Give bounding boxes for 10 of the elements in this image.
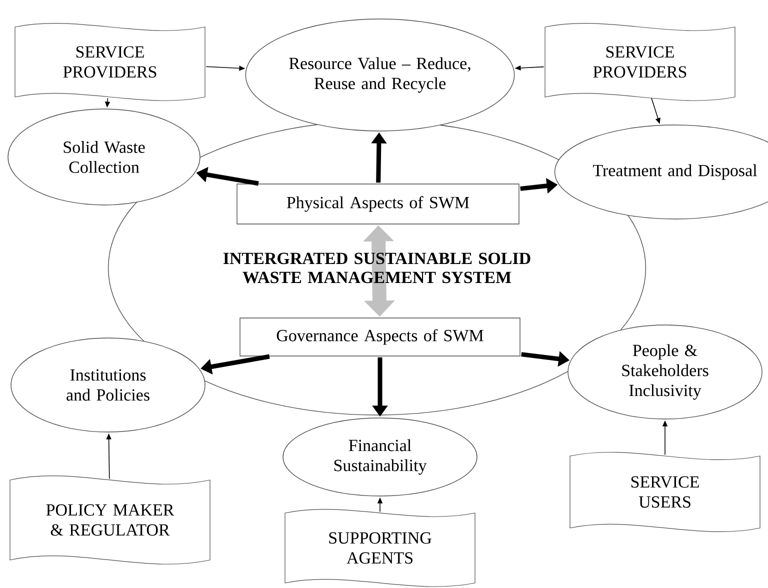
node-label: Treatment and Disposal [593, 164, 757, 180]
stakeholder-banner: SERVICE PROVIDERS [14, 23, 206, 101]
stakeholder-banner: POLICY MAKER & REGULATOR [10, 476, 210, 564]
system-title: INTERGRATED SUSTAINABLE SOLID WASTE MANAGEMENT SYSTEM [223, 252, 530, 284]
aspect-box: Physical Aspects of SWM [236, 184, 520, 224]
stakeholder-banner: SUPPORTING AGENTS [284, 509, 476, 587]
aspect-box: Governance Aspects of SWM [240, 318, 520, 356]
node-label: People & Stakeholders Inclusivity [622, 344, 708, 400]
stakeholder-banner: SERVICE USERS [570, 452, 760, 532]
stakeholder-banner: SERVICE PROVIDERS [544, 23, 736, 101]
